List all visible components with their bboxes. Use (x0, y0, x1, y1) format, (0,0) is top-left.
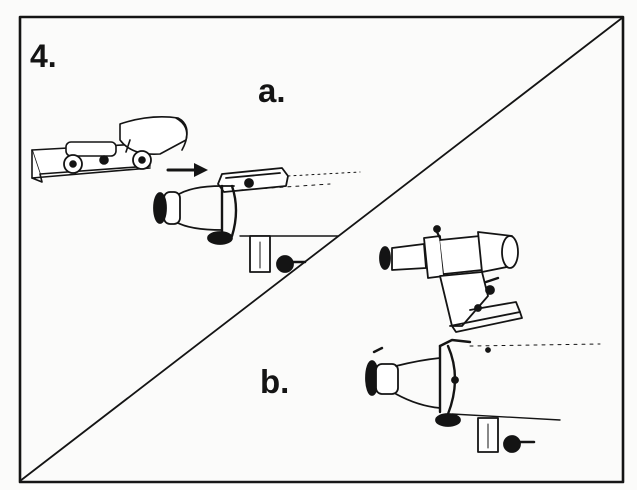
telescope-tube-b (365, 338, 601, 421)
focuser-a (207, 231, 307, 273)
red-dot-finder (31, 116, 188, 183)
panel-b-illustration (365, 225, 601, 453)
focuser-b (435, 413, 536, 453)
panel-a-illustration (31, 116, 361, 273)
label-a: a. (258, 72, 286, 109)
finderscope (379, 225, 519, 279)
diagonal-divider (19, 17, 623, 482)
finder-bracket (217, 167, 361, 193)
label-b: b. (260, 363, 290, 400)
telescope-tube-a (153, 183, 339, 238)
finder-bracket-b (439, 271, 523, 333)
arrow-icon (166, 163, 208, 177)
step-number: 4. (30, 38, 57, 74)
